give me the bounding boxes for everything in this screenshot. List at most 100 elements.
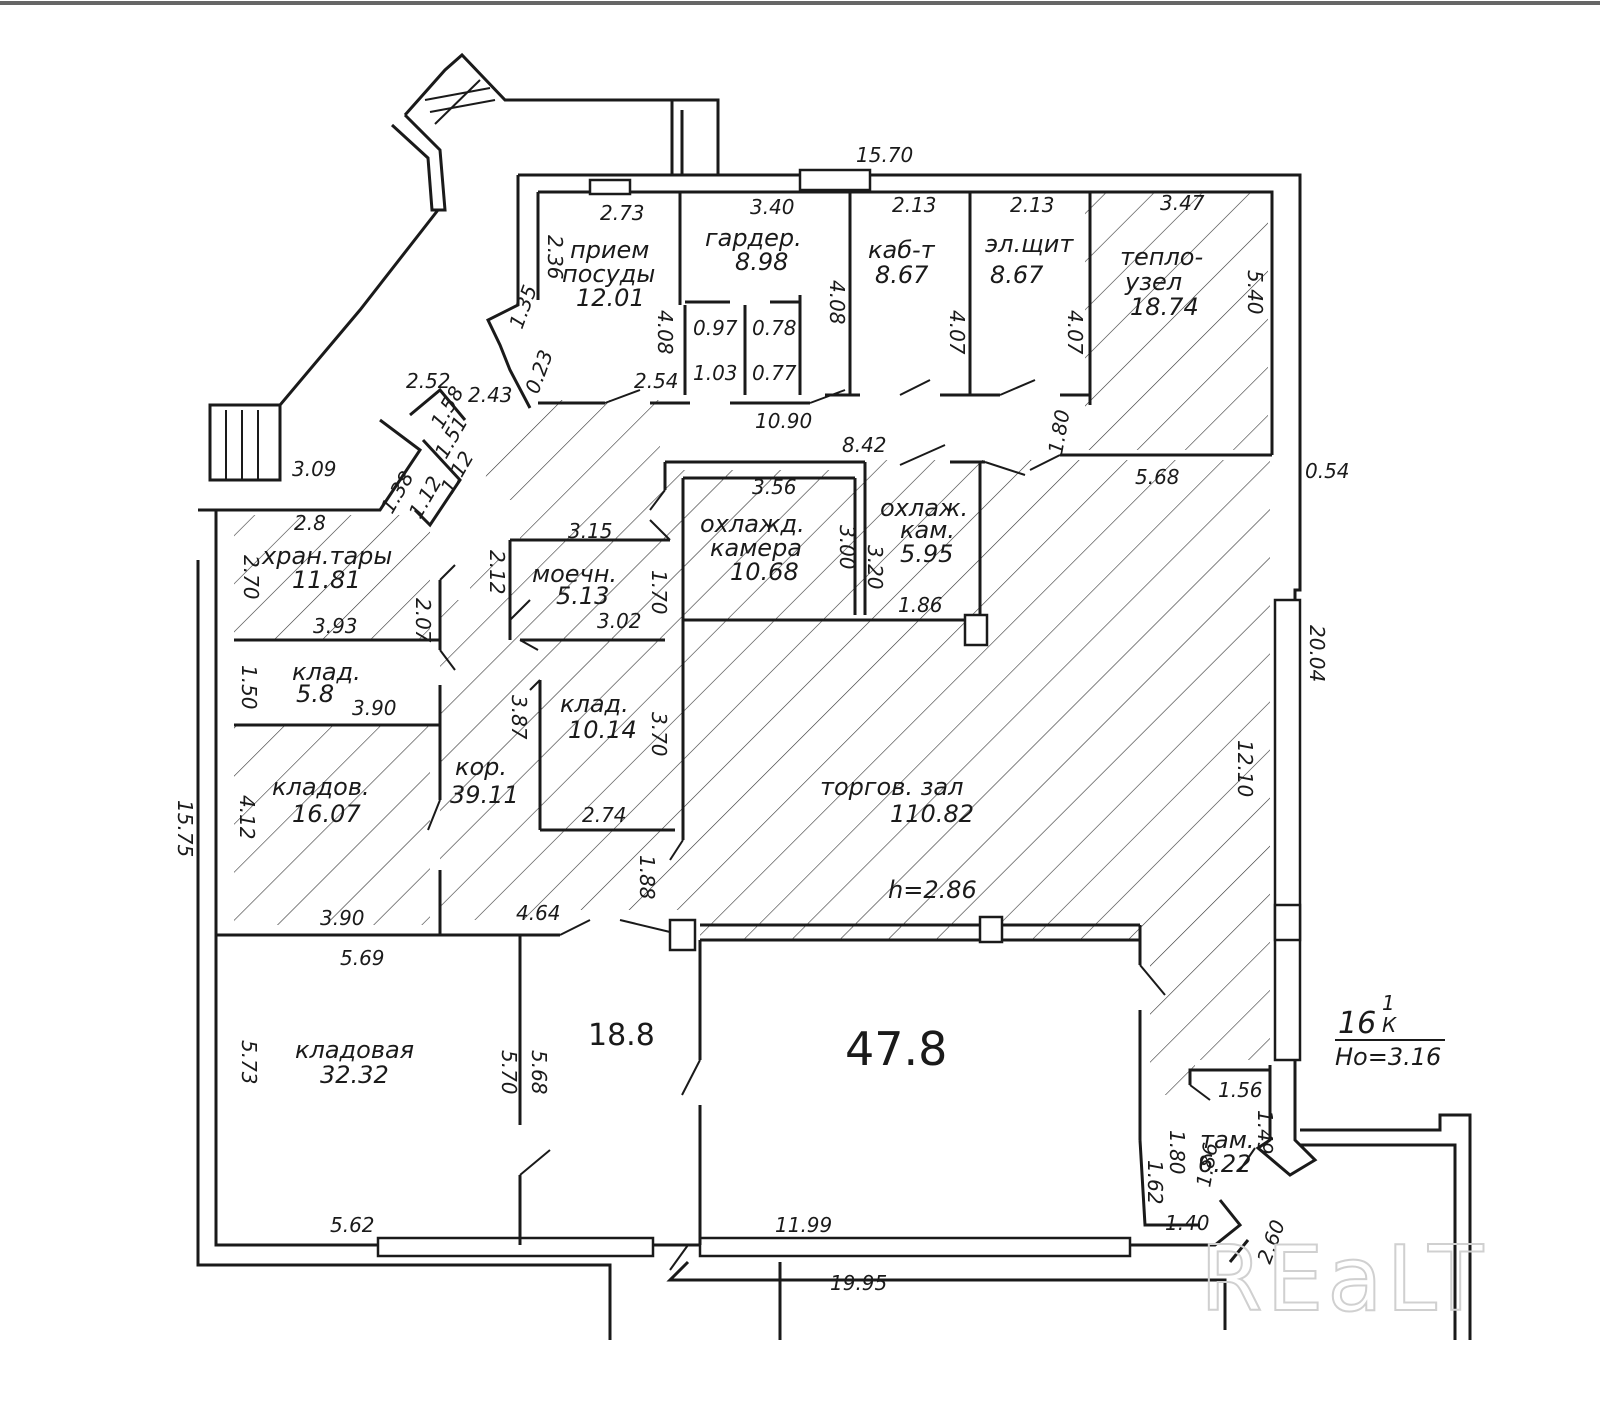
dim-label: 11.99 xyxy=(775,1213,832,1237)
room-area-torgov-zal: 110.82 xyxy=(890,800,974,828)
dim-label: 1.40 xyxy=(1165,1211,1210,1235)
watermark-logo: REaLT xyxy=(1200,1227,1487,1332)
dim-label: 1.86 xyxy=(898,593,943,617)
dim-label: 4.07 xyxy=(1063,310,1087,355)
floor-fraction-bottom: К xyxy=(1382,1013,1397,1037)
room-name-okhlazhd-line2: камера xyxy=(710,534,802,562)
dim-label: 4.08 xyxy=(825,280,849,325)
partitions xyxy=(216,192,1302,1245)
dim-label: 12.10 xyxy=(1233,740,1257,797)
dim-label: 0.97 xyxy=(693,316,738,340)
dim-label: 2.13 xyxy=(1010,193,1055,217)
dim-label: 2.07 xyxy=(411,598,435,643)
dim-label: 3.93 xyxy=(313,614,358,638)
room-area-klad-small: 5.8 xyxy=(296,680,334,708)
dim-label: 2.13 xyxy=(892,193,937,217)
dim-label: 2.8 xyxy=(294,511,326,535)
floor-note: 16 1 К Но=3.16 xyxy=(1335,991,1445,1071)
dim-label: 1.80 xyxy=(1165,1130,1189,1175)
dim-label: 1.88 xyxy=(635,855,659,900)
room-name-klad-mid: клад. xyxy=(560,690,629,718)
room-area-elshchit: 8.67 xyxy=(990,261,1044,289)
room-area-garder: 8.98 xyxy=(735,248,788,276)
dim-label: 0.78 xyxy=(752,316,797,340)
door-swings xyxy=(427,379,1256,1271)
dim-label: 4.12 xyxy=(235,795,259,840)
exterior-annexes xyxy=(208,52,1472,1340)
dim-label: 8.42 xyxy=(842,433,887,457)
dim-label: 1.80 xyxy=(1043,408,1074,456)
room-name-kor: кор. xyxy=(455,753,507,781)
room-name-kabinet: каб-т xyxy=(868,236,936,264)
dim-label: 3.70 xyxy=(647,712,671,757)
dim-label: 2.73 xyxy=(600,201,645,225)
area-18-8: 18.8 xyxy=(588,1018,655,1053)
dim-label: 5.40 xyxy=(1243,270,1267,315)
dim-label: 3.40 xyxy=(750,195,795,219)
room-area-kabinet: 8.67 xyxy=(875,261,929,289)
room-name-torgov-zal: торгов. зал xyxy=(820,773,963,801)
room-name-priem-line1: прием xyxy=(570,236,649,264)
room-name-elshchit: эл.щит xyxy=(985,230,1074,258)
dim-label: 3.87 xyxy=(507,695,531,740)
dim-label: 1.62 xyxy=(1143,1160,1167,1205)
dim-label: 2.52 xyxy=(406,369,451,393)
room-name-okhlazh-kam-line1: охлаж. xyxy=(880,494,968,522)
room-name-teplouzel-line1: тепло- xyxy=(1120,243,1203,271)
dim-label: 1.49 xyxy=(1253,1110,1277,1155)
room-name-tambur: там. xyxy=(1200,1126,1254,1154)
dim-label: 3.90 xyxy=(320,906,365,930)
room-name-okhlazhd-line1: охлажд. xyxy=(700,510,805,538)
dim-label: 1.86 xyxy=(1191,1141,1222,1189)
dim-label: 2.70 xyxy=(239,555,263,600)
room-area-kladov: 16.07 xyxy=(292,800,361,828)
hatched-zones xyxy=(234,192,1270,1095)
room-name-khran-tary: хран.тары xyxy=(261,542,392,570)
room-name-priem-line2: посуды xyxy=(562,260,655,288)
room-name-garder: гардер. xyxy=(705,224,802,252)
dim-label: 1.03 xyxy=(693,361,738,385)
room-area-teplouzel: 18.74 xyxy=(1130,293,1199,321)
room-area-kladovaya: 32.32 xyxy=(320,1061,389,1089)
room-area-khran-tary: 11.81 xyxy=(292,566,361,594)
room-area-klad-mid: 10.14 xyxy=(568,716,637,744)
dim-label: 3.47 xyxy=(1160,191,1205,215)
dim-label: 5.68 xyxy=(1135,465,1180,489)
dim-label: 15.75 xyxy=(173,800,197,857)
dim-label: 5.73 xyxy=(237,1040,261,1085)
room-area-kor: 39.11 xyxy=(450,781,519,809)
dim-label: 1.70 xyxy=(647,570,671,615)
room-name-kladovaya: кладовая xyxy=(295,1036,414,1064)
room-area-okhlazhd: 10.68 xyxy=(730,558,799,586)
dim-label: 2.74 xyxy=(582,803,627,827)
floor-fraction-top: 1 xyxy=(1382,991,1395,1015)
dim-label: 3.20 xyxy=(863,545,887,590)
dim-label: 2.54 xyxy=(634,369,679,393)
dim-label: 5.62 xyxy=(330,1213,375,1237)
dim-label: 5.68 xyxy=(527,1050,551,1095)
dim-label: 3.56 xyxy=(752,475,797,499)
dim-label: 2.43 xyxy=(468,383,513,407)
dim-label: 0.77 xyxy=(752,361,797,385)
dim-label: 4.08 xyxy=(653,310,677,355)
dim-label: 10.90 xyxy=(755,409,812,433)
dim-label: 5.70 xyxy=(497,1050,521,1095)
dim-label: 20.04 xyxy=(1305,625,1329,682)
dim-label: 19.95 xyxy=(830,1271,887,1295)
dim-label: 3.09 xyxy=(292,457,337,481)
dim-label: 1.35 xyxy=(504,282,542,332)
dim-label: 0.54 xyxy=(1305,459,1350,483)
dim-label: 3.00 xyxy=(835,525,859,570)
dim-label: 2.12 xyxy=(485,550,509,595)
room-area-tambur: 6.22 xyxy=(1198,1150,1251,1178)
room-name-teplouzel-line2: узел xyxy=(1124,268,1182,296)
room-area-priem: 12.01 xyxy=(576,284,645,312)
dim-label: 4.64 xyxy=(516,901,561,925)
room-name-klad-small: клад. xyxy=(292,658,361,686)
dim-label: 3.02 xyxy=(597,609,642,633)
dim-label: 4.07 xyxy=(945,310,969,355)
outer-walls xyxy=(196,168,1318,1340)
room-labels: прием посуды 12.01 гардер. 8.98 каб-т 8.… xyxy=(261,224,1254,1178)
floor-height: Но=3.16 xyxy=(1335,1043,1441,1071)
